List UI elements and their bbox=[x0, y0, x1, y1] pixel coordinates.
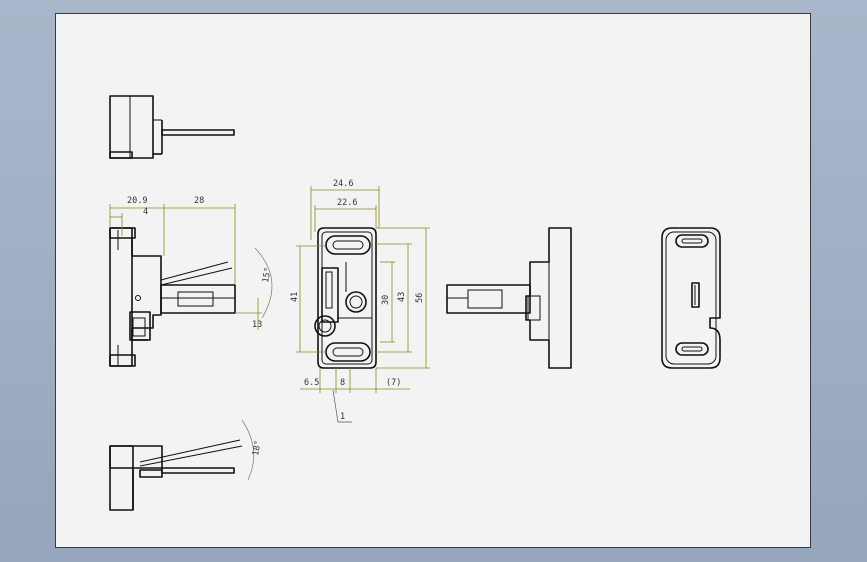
callout-1: 1 bbox=[340, 412, 345, 422]
top-view bbox=[109, 95, 235, 159]
dim-20-9: 20.9 bbox=[127, 196, 147, 206]
dim-28: 28 bbox=[194, 196, 204, 206]
dim-22-6: 22.6 bbox=[337, 198, 357, 208]
back-view bbox=[661, 227, 721, 369]
dim-13: 13 bbox=[252, 320, 262, 330]
dim-43: 43 bbox=[397, 292, 407, 302]
bottom-view: 18° bbox=[109, 419, 264, 511]
dim-ref-7: (7) bbox=[386, 378, 401, 388]
dim-56: 56 bbox=[415, 293, 425, 303]
right-side-view bbox=[446, 227, 572, 369]
dim-8: 8 bbox=[340, 378, 345, 388]
side-view: 20.9 4 28 15° 13 bbox=[109, 196, 274, 367]
dim-41: 41 bbox=[290, 292, 300, 302]
dim-6-5: 6.5 bbox=[304, 378, 319, 388]
dim-24-6: 24.6 bbox=[333, 179, 353, 189]
dim-4: 4 bbox=[143, 207, 148, 217]
dim-30: 30 bbox=[381, 295, 391, 305]
dim-15-deg: 15° bbox=[261, 267, 274, 284]
front-view: 24.6 22.6 41 30 43 56 6.5 8 (7) 1 bbox=[290, 179, 430, 423]
dim-18-deg: 18° bbox=[251, 440, 264, 457]
